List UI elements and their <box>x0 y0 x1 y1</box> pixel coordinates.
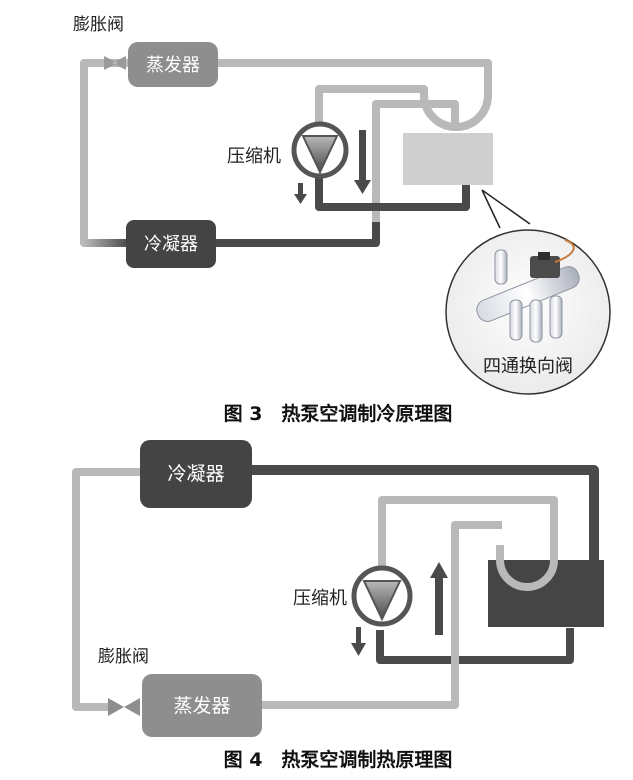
flow-arrow-down-small <box>351 627 366 656</box>
callout-line <box>481 189 531 229</box>
discharge-pipe-dark <box>315 168 470 211</box>
compressor-label: 压缩机 <box>227 146 281 167</box>
evaporator-label: 蒸发器 <box>173 695 230 717</box>
flow-arrow-down-small <box>294 183 307 204</box>
compressor-label: 压缩机 <box>293 588 347 609</box>
pipe-gradient-segment <box>84 239 128 247</box>
condenser-box <box>140 440 252 508</box>
evaporator-box <box>142 674 262 737</box>
reversing-valve-label: 四通换向阀 <box>483 356 573 377</box>
flow-arrow-up-large <box>430 562 448 635</box>
left-loop-pipe-light <box>80 59 128 247</box>
figure-3-caption: 图 3 热泵空调制冷原理图 <box>224 402 453 425</box>
condenser-label: 冷凝器 <box>167 463 224 485</box>
figure-4-caption: 图 4 热泵空调制热原理图 <box>224 748 453 771</box>
expansion-valve-icon <box>104 56 126 70</box>
left-loop-pipe-light <box>72 468 140 711</box>
condenser-label: 冷凝器 <box>144 234 198 255</box>
reversing-valve-photo <box>476 239 580 343</box>
expansion-valve-icon <box>108 698 140 716</box>
condenser-pipe-dark <box>216 222 380 247</box>
evaporator-box <box>128 42 218 87</box>
valve-u-bend <box>496 545 558 591</box>
compressor-triangle <box>362 580 402 622</box>
evaporator-outlet-pipe-light <box>262 521 502 709</box>
suction-pipe-light <box>378 496 558 575</box>
condenser-box <box>126 220 216 268</box>
condenser-outlet-pipe-dark <box>252 465 599 560</box>
flow-arrow-down-large <box>354 130 371 194</box>
expansion-valve-label: 膨胀阀 <box>98 647 149 667</box>
figure-4-heating: 冷凝器 压缩机 膨胀阀 蒸发器 图 4 热泵空调制热原理图 <box>72 440 604 771</box>
four-way-valve-block <box>403 133 493 185</box>
discharge-pipe-dark <box>376 628 574 664</box>
compressor-triangle <box>301 135 339 175</box>
expansion-valve-label: 膨胀阀 <box>73 15 124 35</box>
four-way-valve-block <box>488 560 604 627</box>
valve-u-bend <box>420 94 492 131</box>
figure-3-cooling: 蒸发器 膨胀阀 冷凝器 压缩机 四通换向阀 图 3 热泵空调制冷原理图 <box>73 15 611 425</box>
evaporator-label: 蒸发器 <box>146 55 200 76</box>
valve-inner-pipe-light <box>372 100 459 225</box>
